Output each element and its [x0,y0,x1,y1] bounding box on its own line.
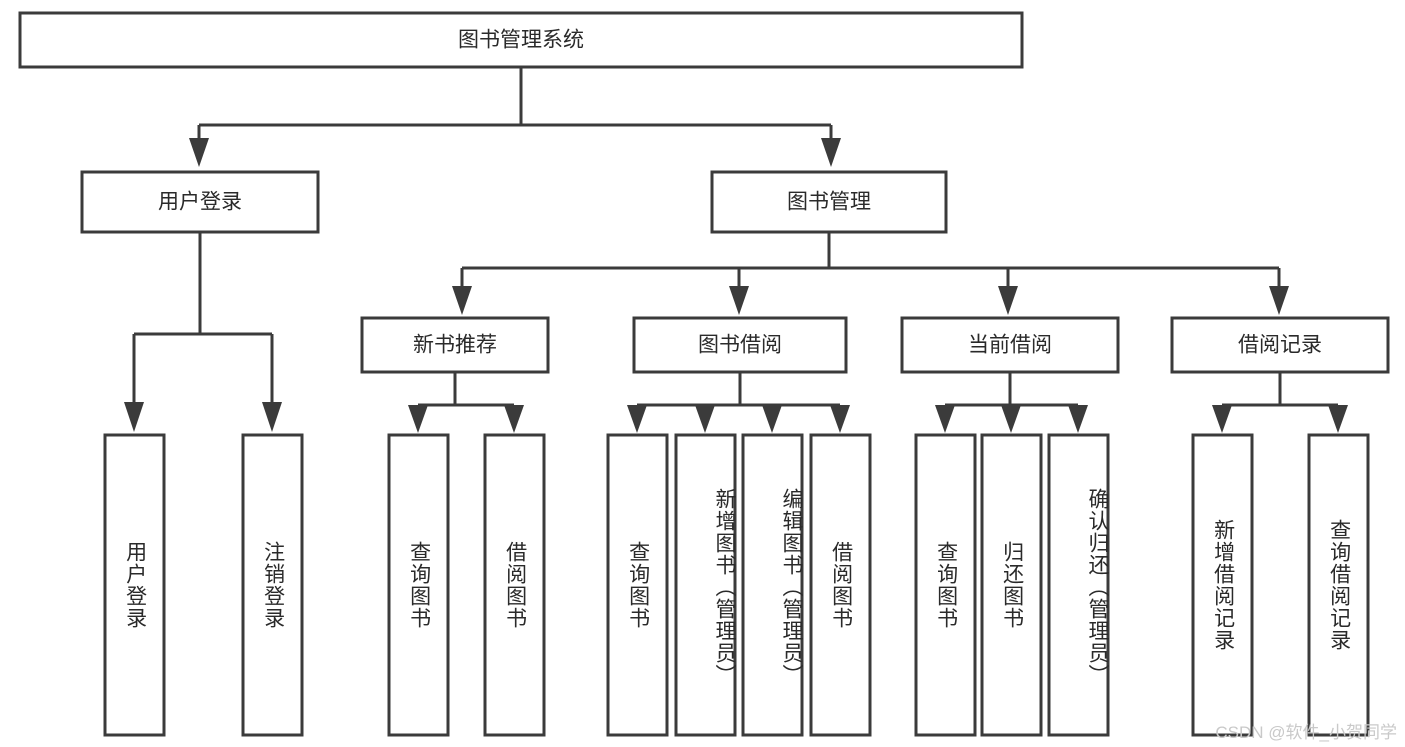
leaf-box-user-login-0[interactable] [103,433,166,737]
arrow-g4-leaf1-icon [1212,405,1232,433]
book-management-box-rect [710,170,948,234]
arrow-g2-leaf2-icon [695,405,715,433]
leaf-box-borrow-record-1[interactable] [1307,433,1370,737]
node-user-login[interactable]: 用户登录 [80,170,320,234]
arrow-g3-leaf1-icon [935,405,955,433]
leaf-box-book-borrow-0[interactable] [606,433,669,737]
arrow-root-to-user-icon [189,138,209,167]
node-book-management[interactable]: 图书管理 [710,170,948,234]
arrow-g2-leaf3-icon [762,405,782,433]
current-borrow-box-rect [900,316,1120,374]
leaf-box-current-borrow-1[interactable] [980,433,1043,737]
arrow-book-to-g2-icon [729,286,749,315]
leaf-box-user-login-1[interactable] [241,433,304,737]
arrow-g2-leaf4-icon [830,405,850,433]
node-current-borrow[interactable]: 当前借阅 [900,316,1120,374]
book-borrow-box-rect [632,316,848,374]
csdn-watermark: CSDN @软件_小贺同学 [1215,723,1397,742]
arrow-g3-leaf2-icon [1001,405,1021,433]
user-login-box-label: 用户登录 [158,191,242,214]
arrow-root-to-book-icon [821,138,841,167]
leaf-box-book-borrow-3[interactable] [809,433,872,737]
arrow-g1-leaf1-icon [408,405,428,433]
new-book-recommend-box-rect [360,316,550,374]
node-new-book-recommend[interactable]: 新书推荐 [360,316,550,374]
root-box-label: 图书管理系统 [458,29,584,52]
book-management-box-label: 图书管理 [787,191,871,214]
root-box-rect [18,11,1024,69]
leaf-box-book-borrow-2[interactable] [741,433,804,737]
leaf-box-new-book-1[interactable] [483,433,546,737]
leaf-box-new-book-0[interactable] [387,433,450,737]
borrow-record-box-label: 借阅记录 [1238,334,1322,357]
leaf-box-current-borrow-2[interactable] [1047,433,1110,737]
leaf-box-book-borrow-1[interactable] [674,433,737,737]
arrow-g3-leaf3-icon [1068,405,1088,433]
arrow-g2-leaf1-icon [627,405,647,433]
arrow-user-leaf2-icon [262,402,282,432]
arrow-g4-leaf2-icon [1328,405,1348,433]
node-borrow-record[interactable]: 借阅记录 [1170,316,1390,374]
current-borrow-box-label: 当前借阅 [968,334,1052,357]
arrow-book-to-g1-icon [452,286,472,315]
node-root[interactable]: 图书管理系统 [18,11,1024,69]
book-borrow-box-label: 图书借阅 [698,334,782,357]
arrow-user-leaf1-icon [124,402,144,432]
node-book-borrow[interactable]: 图书借阅 [632,316,848,374]
arrow-book-to-g4-icon [1269,286,1289,315]
leaf-box-borrow-record-0[interactable] [1191,433,1254,737]
leaf-box-current-borrow-0[interactable] [914,433,977,737]
arrow-book-to-g3-icon [998,286,1018,315]
new-book-recommend-box-label: 新书推荐 [413,334,497,357]
arrow-g1-leaf2-icon [504,405,524,433]
borrow-record-box-rect [1170,316,1390,374]
